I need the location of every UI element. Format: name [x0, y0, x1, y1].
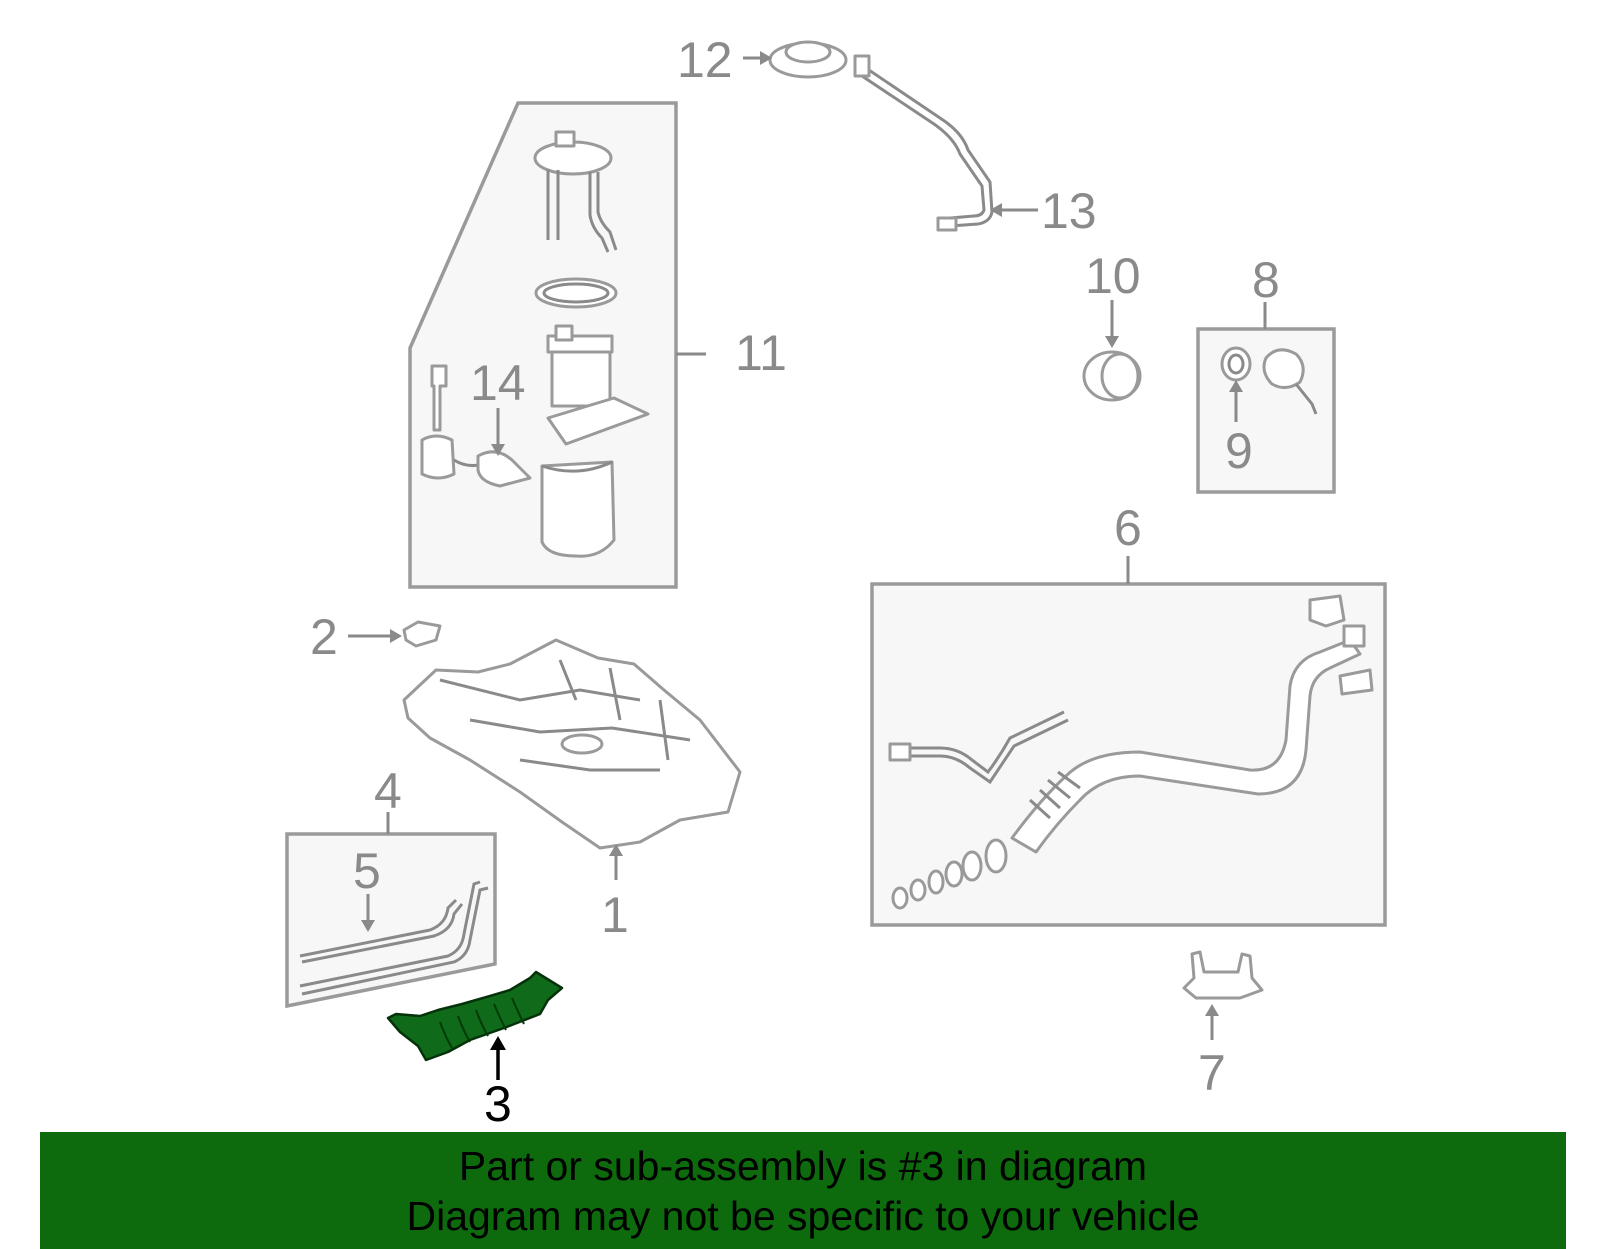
callout-3: 3	[484, 1076, 512, 1132]
part-13-tube-outer	[859, 62, 994, 228]
filler-bracket-top	[1308, 594, 1346, 628]
vent-tube-fitting	[888, 742, 912, 762]
part-9-gasket	[1220, 346, 1252, 382]
part-2-pad	[402, 620, 442, 648]
part-10-group	[1082, 300, 1142, 402]
callout-7: 7	[1198, 1045, 1226, 1101]
callout-9: 9	[1225, 423, 1253, 479]
fuel-line-group	[743, 40, 1038, 232]
callout-5: 5	[353, 843, 381, 899]
part-10-grommet-face	[1100, 352, 1140, 400]
callout-4: 4	[374, 763, 402, 819]
fuel-cap-tether	[1294, 383, 1318, 415]
part-13-end-fitting	[853, 54, 871, 78]
tank-strap-group	[285, 812, 497, 1009]
pump-reservoir-rim	[541, 460, 613, 473]
part-2-group	[348, 620, 442, 648]
pump-flange-fitting	[554, 130, 576, 148]
banner-line-1: Part or sub-assembly is #3 in diagram	[458, 1142, 1148, 1189]
sender-unit	[420, 434, 456, 480]
part-5-strap	[299, 898, 458, 958]
arrow-13	[990, 203, 1002, 217]
arrow-14	[491, 444, 505, 456]
vent-tube-inner	[900, 718, 1069, 785]
part-9-gasket-inner	[1227, 353, 1245, 375]
callout-1: 1	[601, 887, 629, 943]
part-13-end-connector	[936, 216, 958, 232]
seal-ring-6	[891, 886, 909, 910]
part-5-strap-inner	[301, 903, 464, 964]
callout-11: 11	[735, 325, 787, 381]
fuel-tank-pump-port	[560, 733, 604, 755]
seal-ring-3	[944, 860, 964, 888]
fuel-cap	[1262, 348, 1305, 389]
filler-clamp	[1338, 668, 1374, 696]
arrow-12	[760, 51, 772, 65]
pump-o-ring-inner	[542, 282, 610, 304]
fuel-tank-ribs	[439, 659, 691, 772]
tank-strap-2	[299, 880, 481, 988]
arrow-3	[490, 1036, 506, 1050]
callout-6: 6	[1114, 500, 1142, 556]
banner-line-2: Diagram may not be specific to your vehi…	[406, 1192, 1200, 1239]
seal-ring-1	[984, 838, 1008, 874]
pump-connector	[554, 324, 574, 342]
filler-pipe-corrugation	[1028, 770, 1081, 820]
fuel-tank-group	[402, 638, 742, 880]
seal-ring-5	[909, 878, 927, 902]
callout-8: 8	[1252, 252, 1280, 308]
part-3-ribs	[439, 997, 525, 1049]
callout-12: 12	[677, 32, 733, 88]
callout-2: 2	[310, 609, 338, 665]
callout-14: 14	[470, 355, 526, 411]
seal-ring-4	[927, 869, 945, 895]
arrow-5	[361, 920, 375, 932]
sender-connector	[430, 364, 448, 432]
part-14-sensor	[476, 450, 532, 488]
seal-ring-2	[961, 850, 983, 882]
arrow-10	[1105, 336, 1119, 348]
filler-pipe-group	[870, 556, 1387, 927]
pump-tubes	[546, 170, 618, 253]
filler-neck-fitting	[1342, 624, 1366, 648]
arrow-2	[390, 629, 402, 643]
tank-strap-2-inner	[301, 886, 489, 996]
callout-10: 10	[1085, 248, 1141, 304]
pump-reservoir	[540, 460, 616, 558]
vent-tube	[900, 710, 1065, 775]
callout-13: 13	[1041, 183, 1097, 239]
tank-strap-box	[285, 832, 497, 1009]
fuel-pump-module-group	[408, 101, 706, 589]
info-banner: Part or sub-assembly is #3 in diagram Di…	[40, 1132, 1566, 1249]
part-3-heat-shield[interactable]	[386, 970, 564, 1062]
part-7-group	[1182, 950, 1264, 1040]
part-12-cap-top	[784, 40, 832, 64]
part-7-bracket	[1182, 950, 1264, 1000]
arrow-9	[1229, 380, 1243, 392]
arrow-1	[609, 844, 623, 856]
arrow-7	[1205, 1004, 1219, 1016]
fuel-cap-group	[1196, 302, 1336, 494]
part-13-tube-inner	[855, 70, 986, 220]
part-3-heat-shield-group[interactable]	[386, 970, 564, 1080]
pump-bracket	[546, 396, 650, 446]
